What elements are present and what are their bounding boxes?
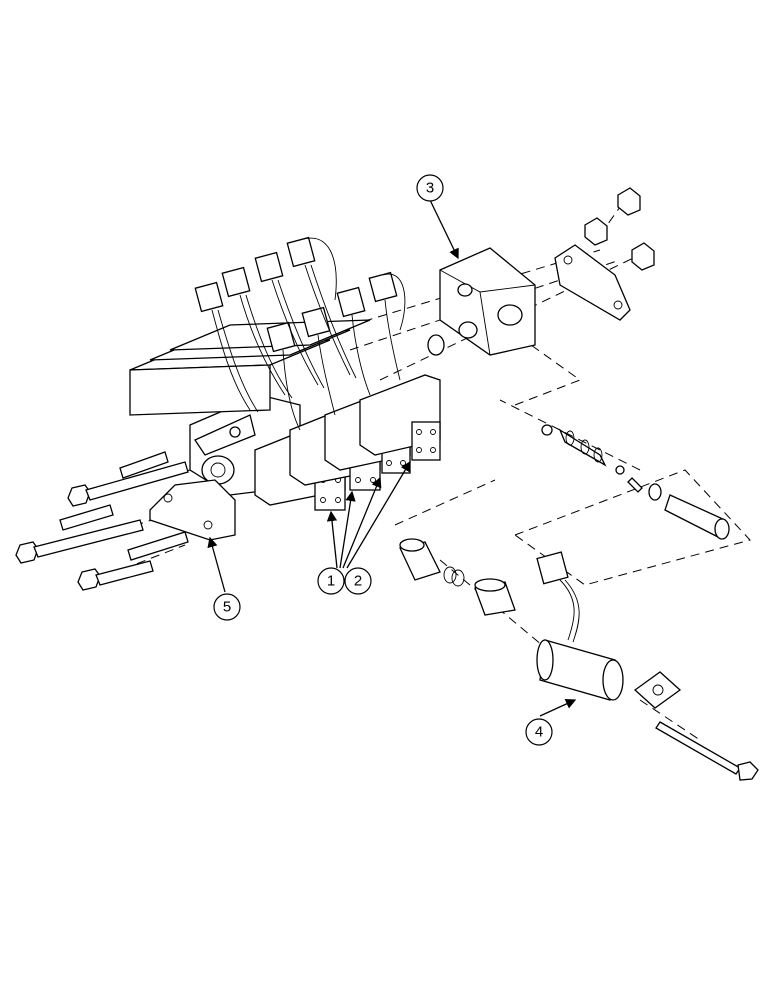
valve-bank [129, 236, 441, 511]
callout-4-label: 4 [535, 724, 543, 741]
callout-5-label: 5 [223, 599, 231, 616]
callout-2-label: 2 [354, 573, 362, 590]
callout-1-label: 1 [327, 573, 335, 590]
nuts [584, 187, 655, 271]
cartridge-4 [359, 374, 441, 461]
leader-lines [207, 199, 577, 717]
left-hardware [15, 451, 189, 591]
callout-5: 5 [213, 593, 241, 621]
callout-2: 2 [344, 567, 372, 595]
callout-1: 1 [317, 567, 345, 595]
bracket-5 [149, 479, 236, 541]
electrical-connectors [194, 236, 406, 431]
callout-3: 3 [416, 174, 444, 202]
relief-block-3 [427, 247, 536, 356]
callout-3-label: 3 [426, 180, 434, 197]
callout-4: 4 [525, 718, 553, 746]
solenoid-parts [399, 538, 759, 781]
spool-parts [541, 424, 730, 540]
mount-bracket [554, 244, 631, 321]
